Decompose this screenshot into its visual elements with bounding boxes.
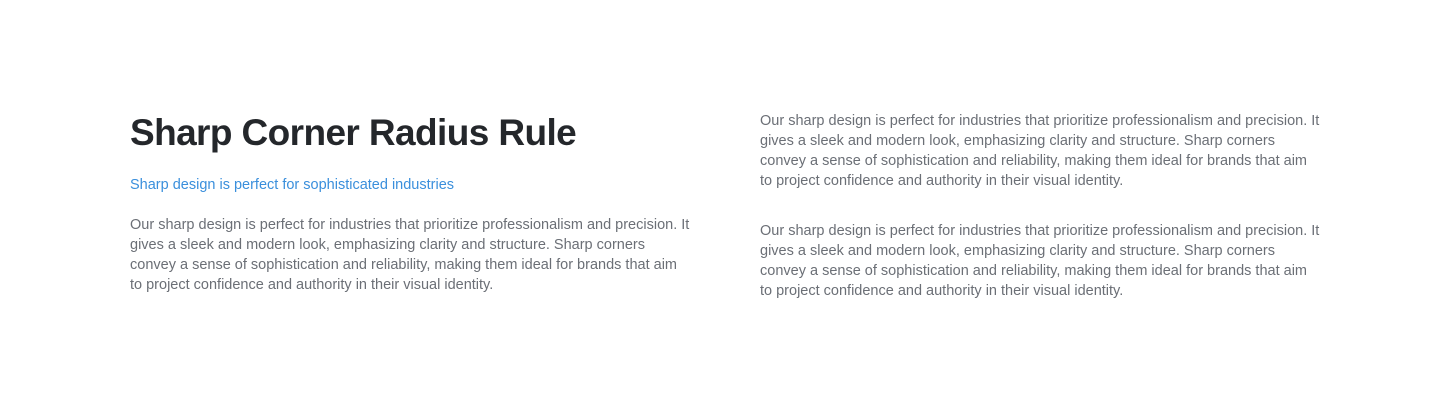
intro-paragraph: Our sharp design is perfect for industri…	[130, 217, 690, 293]
detail-paragraph: Our sharp design is perfect for industri…	[760, 113, 1320, 189]
detail-paragraph: Our sharp design is perfect for industri…	[760, 223, 1320, 299]
page-title: Sharp Corner Radius Rule	[130, 112, 577, 153]
intro-column: Sharp Corner Radius Rule Sharp design is…	[130, 110, 690, 295]
detail-column: Our sharp design is perfect for industri…	[760, 111, 1320, 301]
subtitle: Sharp design is perfect for sophisticate…	[130, 177, 455, 193]
